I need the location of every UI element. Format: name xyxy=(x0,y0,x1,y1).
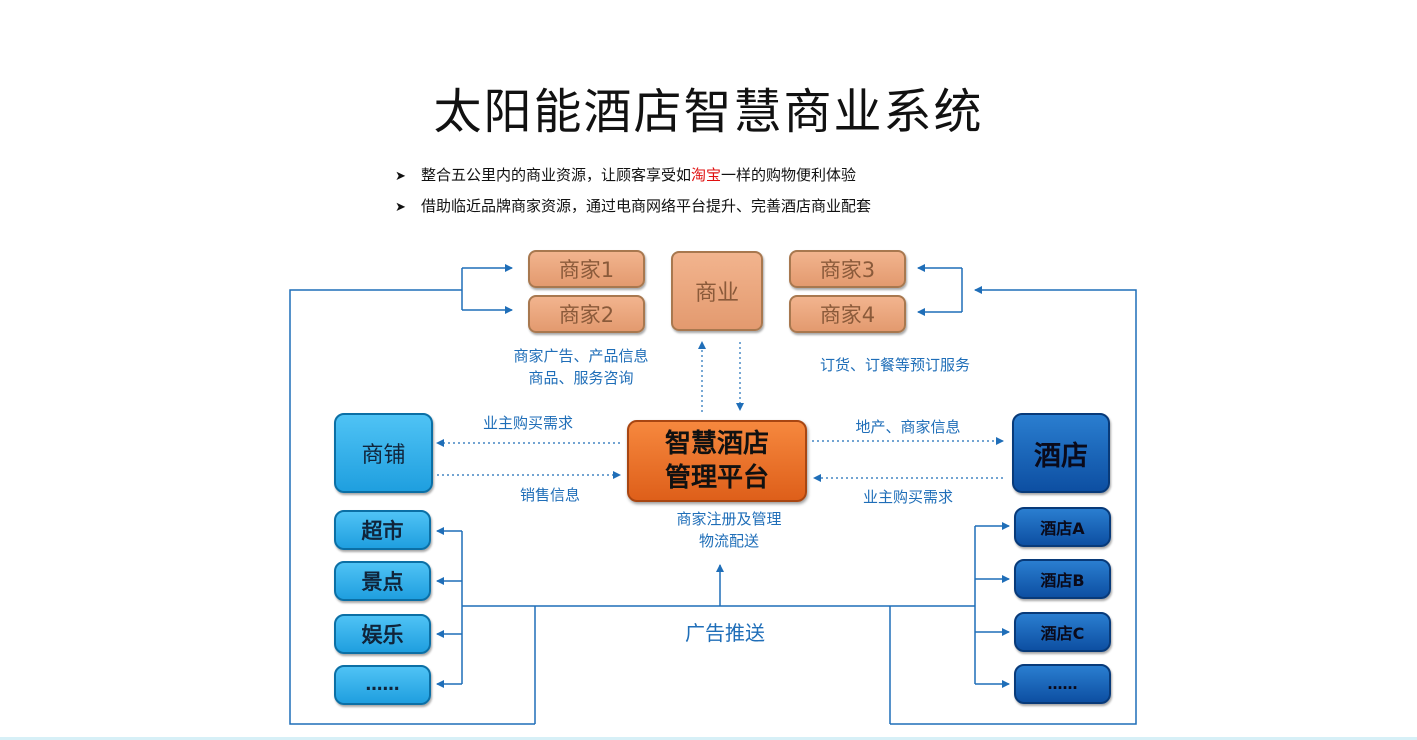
shop-box: 商铺 xyxy=(334,413,433,493)
owner-demand-right-label: 业主购买需求 xyxy=(862,488,953,506)
bottom-divider xyxy=(0,737,1417,740)
shop-item-more: …… xyxy=(334,665,431,705)
platform-box: 智慧酒店 管理平台 xyxy=(627,420,807,502)
shop-item-attraction: 景点 xyxy=(334,561,431,601)
bullet-arrow-icon: ➤ xyxy=(395,200,406,215)
merchant-box-3: 商家3 xyxy=(789,250,906,288)
commerce-box: 商业 xyxy=(671,251,763,331)
hotel-item-a: 酒店A xyxy=(1014,507,1111,547)
merchant-box-4: 商家4 xyxy=(789,295,906,333)
estate-info-label: 地产、商家信息 xyxy=(855,418,961,436)
hotel-item-b: 酒店B xyxy=(1014,559,1111,599)
merchant-box-2: 商家2 xyxy=(528,295,645,333)
shop-item-entertainment: 娱乐 xyxy=(334,614,431,654)
hotel-box: 酒店 xyxy=(1012,413,1110,493)
sales-info-label: 销售信息 xyxy=(519,486,580,504)
hotel-item-more: …… xyxy=(1014,664,1111,704)
page-title: 太阳能酒店智慧商业系统 xyxy=(433,84,984,140)
bullet-arrow-icon: ➤ xyxy=(395,169,406,184)
highlight-text: 淘宝 xyxy=(691,166,722,184)
ad-push-label: 广告推送 xyxy=(685,621,765,645)
shop-item-supermarket: 超市 xyxy=(334,510,431,550)
merchant-info-label: 商家广告、产品信息 商品、服务咨询 xyxy=(513,347,649,387)
bullet-item-1: ➤整合五公里内的商业资源，让顾客享受如淘宝一样的购物便利体验 xyxy=(395,166,857,184)
bullet-item-2: ➤借助临近品牌商家资源，通过电商网络平台提升、完善酒店商业配套 xyxy=(395,197,872,215)
owner-demand-left-label: 业主购买需求 xyxy=(482,414,573,432)
register-label: 商家注册及管理 物流配送 xyxy=(676,510,782,550)
merchant-box-1: 商家1 xyxy=(528,250,645,288)
hotel-item-c: 酒店C xyxy=(1014,612,1111,652)
order-service-label: 订货、订餐等预订服务 xyxy=(819,356,970,374)
